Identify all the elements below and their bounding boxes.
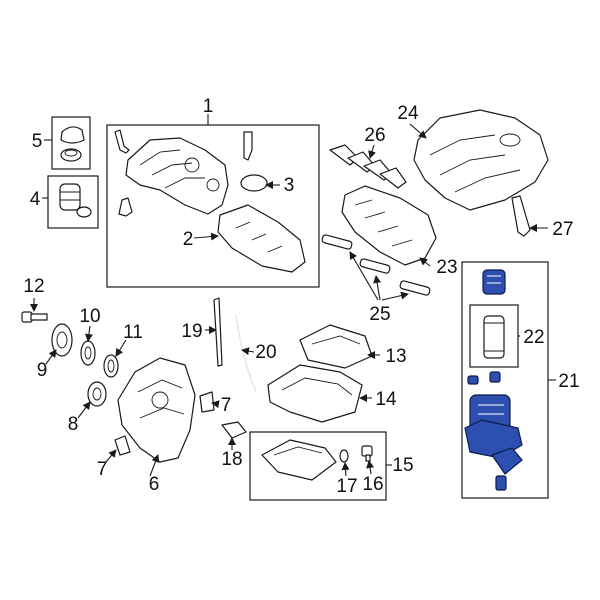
box-valve-cover-group [106,124,320,288]
dipstick [213,297,223,367]
callout-4: 4 [30,189,41,210]
callout-10: 10 [79,306,100,327]
valve-cover-gasket [217,204,306,273]
box-oil-filler-seal [47,175,99,229]
callout-8: 8 [68,414,79,435]
front-seal [80,340,96,366]
callout-17: 17 [336,476,357,497]
oil-pan-upper [299,324,373,369]
oil-filter-element [483,315,505,359]
drain-plug [361,445,373,462]
callout-26: 26 [364,125,385,146]
callout-5: 5 [32,131,43,152]
crank-sprocket [51,323,73,357]
spark-plug-seal [240,174,268,192]
drain-plug-gasket [339,449,349,463]
intake-manifold-lower [341,185,437,266]
box-oil-pan-lower [249,431,387,501]
oil-filter-cap [482,269,506,295]
callout-22: 22 [523,327,544,348]
callout-27: 27 [552,219,573,240]
valve-cover [114,129,253,217]
callout-12: 12 [23,276,44,297]
dipstick-tube [235,314,257,393]
box-oil-filler-cap [51,116,91,170]
timing-cover [117,357,196,463]
o-ring-seal [103,354,119,378]
runner-gaskets [321,234,431,296]
oil-pan-lower [261,439,337,481]
timing-cover-cap-1 [199,391,215,413]
callout-23: 23 [436,257,457,278]
callout-16: 16 [362,474,383,495]
callout-7-cap: 7 [221,395,232,416]
callout-25: 25 [369,304,390,325]
callout-14: 14 [375,389,397,410]
callout-19: 19 [181,321,202,342]
callout-15: 15 [392,455,413,476]
callout-1: 1 [203,96,214,117]
callout-6: 6 [149,474,160,495]
callout-21: 21 [558,371,579,392]
callout-2: 2 [183,229,194,250]
manifold-bracket [511,195,531,237]
leader-lines [30,114,556,477]
oil-pan [267,364,363,423]
callout-9: 9 [37,360,48,381]
callout-7-plug: 7 [97,459,108,480]
callout-24: 24 [397,103,419,124]
bolt [21,311,48,323]
oil-filler-cap [60,126,85,162]
callout-11: 11 [123,322,143,343]
callout-13: 13 [385,346,406,367]
oil-filler-neck [59,183,92,218]
intake-manifold-upper [413,109,549,211]
callout-18: 18 [221,449,242,470]
rear-seal [87,381,107,407]
intake-manifold-gasket [329,144,407,189]
callout-3: 3 [284,175,295,196]
filter-housing-bolts [467,371,501,385]
timing-cover-cap-2 [114,435,131,456]
oil-pan-baffle [221,421,247,439]
callout-20: 20 [255,342,276,363]
oil-filter-adapter [491,447,523,491]
oil-filter-housing [464,394,523,459]
